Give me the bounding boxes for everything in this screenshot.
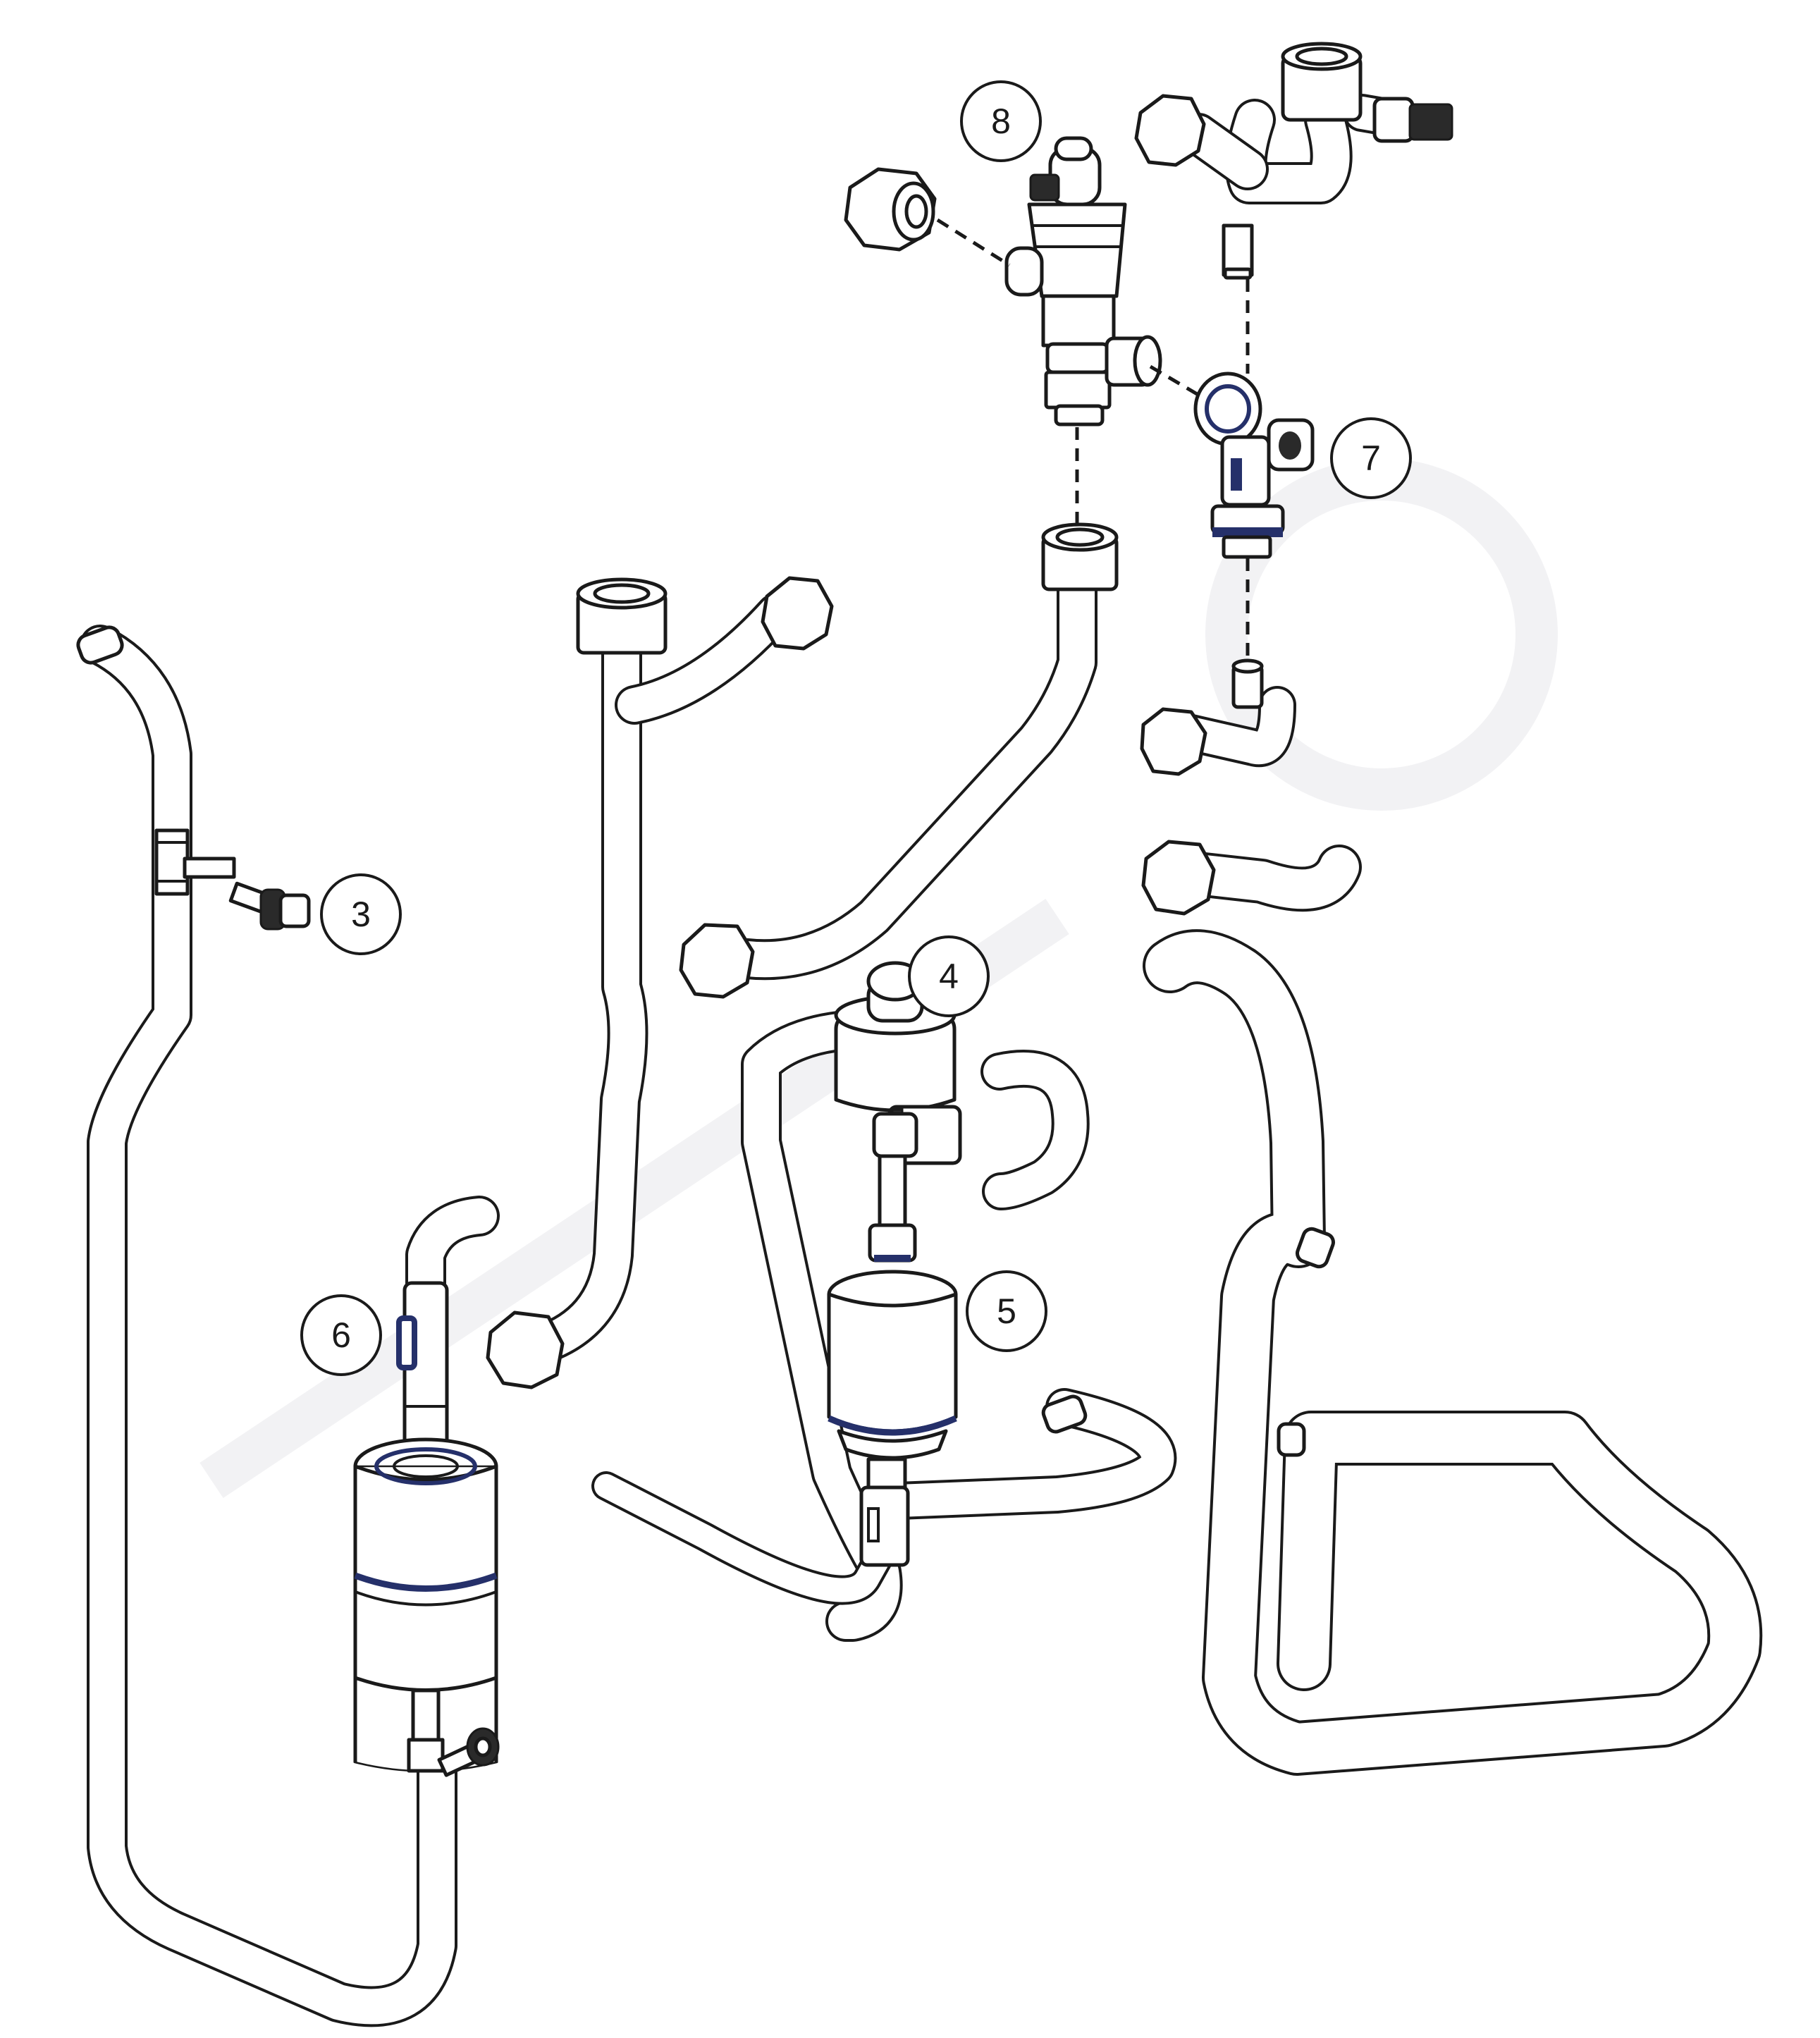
callout-circle bbox=[320, 873, 402, 955]
pipe-outline-0 bbox=[80, 625, 457, 2027]
pipe-body-6 bbox=[865, 1391, 1174, 1518]
callout-number: 7 bbox=[1361, 438, 1381, 478]
pipe-body-9 bbox=[1175, 689, 1293, 765]
callout-number: 8 bbox=[991, 102, 1011, 141]
callout-5: 5 bbox=[966, 1270, 1047, 1352]
callout-circle bbox=[1330, 417, 1412, 499]
pipe-routes bbox=[80, 94, 1763, 2027]
pipe-body-8 bbox=[983, 1052, 1087, 1208]
callout-7: 7 bbox=[1330, 417, 1412, 499]
strainer-part-5 bbox=[827, 1270, 958, 1567]
pipe-body-2 bbox=[518, 635, 646, 1364]
pressure-fitting-part-7 bbox=[1193, 372, 1315, 559]
callouts: 3 4 5 6 7 8 bbox=[300, 80, 1412, 1376]
callout-number: 4 bbox=[939, 957, 959, 996]
service-valve-part-8 bbox=[844, 136, 1162, 426]
pipe-body-1 bbox=[408, 1198, 497, 1301]
callout-number: 5 bbox=[997, 1291, 1016, 1331]
pipe-body-4 bbox=[730, 572, 1095, 978]
pipe-body-7 bbox=[594, 1474, 899, 1602]
flare-nuts bbox=[486, 522, 1336, 1457]
pipe-body-11 bbox=[1145, 932, 1760, 1773]
callout-number: 6 bbox=[331, 1315, 351, 1355]
callout-circle bbox=[908, 935, 990, 1017]
assembly-lines bbox=[936, 218, 1250, 663]
callout-circle bbox=[966, 1270, 1047, 1352]
lower-right-fittings bbox=[1140, 658, 1264, 916]
callout-circle bbox=[960, 80, 1042, 162]
filter-drier-part-6 bbox=[353, 1281, 500, 1777]
upper-right-tee bbox=[1134, 42, 1453, 280]
pipe-body-10 bbox=[1179, 847, 1359, 909]
callout-3: 3 bbox=[320, 873, 402, 955]
pressure-switch-line bbox=[76, 625, 311, 931]
callout-8: 8 bbox=[960, 80, 1042, 162]
callout-6: 6 bbox=[300, 1294, 382, 1376]
pipe-body-3 bbox=[617, 596, 792, 722]
pipe-body-13 bbox=[1180, 116, 1266, 188]
callout-circle bbox=[300, 1294, 382, 1376]
pipe-body-0 bbox=[82, 627, 455, 2025]
callout-number: 3 bbox=[351, 895, 371, 934]
callout-4: 4 bbox=[908, 935, 990, 1017]
